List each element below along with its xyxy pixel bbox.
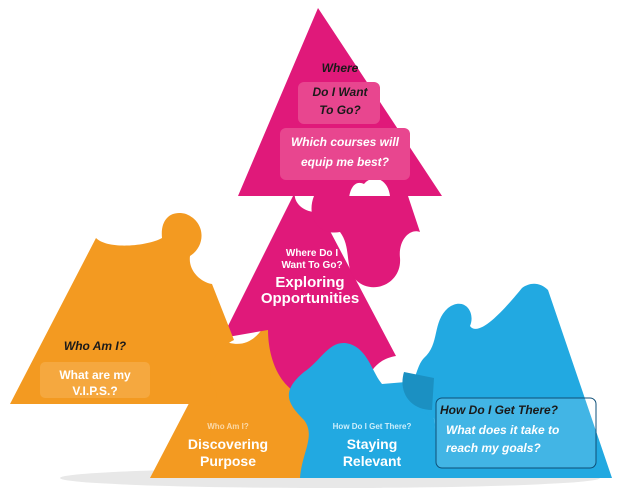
center-title-line2: Opportunities [260,290,360,307]
left-question: Who Am I? [63,339,127,353]
right-sub-line2: reach my goals? [446,441,541,455]
top-sub-line2: equip me best? [300,155,389,169]
right-question: How Do I Get There? [440,403,559,417]
left-sub-line1: What are my [59,368,131,382]
piece-who-am-i [10,213,234,406]
bottom-right-title-line1: Staying [346,436,398,452]
right-sub-line1: What does it take to [446,423,560,437]
bottom-right-small: How Do I Get There? [332,422,412,431]
top-sub-line1: Which courses will [290,135,400,149]
center-small-line1: Where Do I [285,248,339,259]
piece-how-do-i-get-there [413,283,612,478]
center-title-line1: Exploring [275,274,345,291]
top-question-line3: To Go? [319,103,361,117]
top-highlight-box [280,128,410,180]
right-piece-notch [402,372,434,410]
top-question-box [298,82,380,124]
right-highlight-box [435,397,597,469]
bottom-left-title-line2: Purpose [199,453,256,469]
top-question-line1: Where [321,61,359,75]
bottom-left-small: Who Am I? [207,422,249,431]
left-sub-line2: V.I.P.S.? [72,384,118,398]
bottom-right-title-line2: Relevant [342,453,402,469]
left-highlight-box [40,362,150,398]
center-small-line2: Want To Go? [281,260,343,271]
top-piece-knob [311,196,420,288]
top-question-line2: Do I Want [312,85,368,99]
piece-staying-relevant [288,342,440,478]
bottom-left-title-line1: Discovering [187,436,269,452]
